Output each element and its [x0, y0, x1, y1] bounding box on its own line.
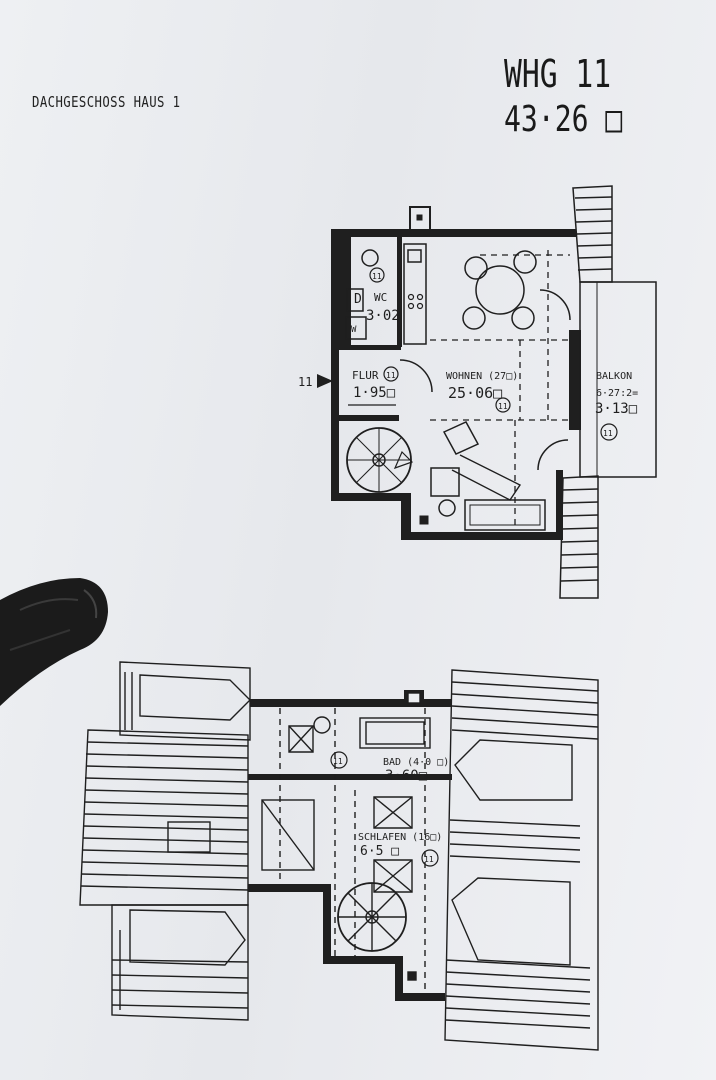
unit-title: WHG 11 — [504, 52, 612, 96]
room-schlafen-name: SCHLAFEN (16□) — [358, 832, 442, 843]
wc-fixture-w: W — [351, 325, 357, 335]
room-wc-area: 3·02 — [366, 308, 400, 324]
room-wohnen-area: 25·06□ — [448, 384, 502, 402]
room-wohnen-name: WOHNEN (27□) — [446, 371, 518, 382]
room-flur-area: 1·95□ — [353, 385, 396, 401]
lower-walls — [248, 690, 452, 1001]
svg-text:11: 11 — [386, 371, 396, 380]
entry-marker: 11 — [298, 375, 312, 389]
unit-marker-balkon — [600, 423, 618, 441]
unit-marker-wc — [369, 267, 385, 283]
roof-hatching-right — [444, 669, 599, 1051]
upper-floor-plan — [317, 185, 657, 599]
room-balkon-area: 3·13□ — [595, 401, 638, 417]
room-balkon-name: BALKON — [596, 371, 632, 382]
unit-marker-schlafen: 11 — [424, 855, 434, 864]
room-balkon-calc: 6·27:2= — [596, 388, 638, 399]
upper-plan-labels: WC 3·02 FLUR 1·95□ WOHNEN (27□) 25·06□ B… — [298, 267, 638, 441]
svg-text:11: 11 — [498, 402, 508, 411]
unit-marker-wohnen — [495, 397, 511, 413]
room-bad-area: 3·60□ — [385, 768, 428, 784]
svg-text:11: 11 — [603, 429, 613, 438]
room-schlafen-area: 6·5 □ — [360, 844, 399, 859]
unit-marker-bad: 11 — [333, 757, 343, 766]
roof-hatching-left — [79, 661, 251, 1021]
lower-floor-plan — [79, 661, 599, 1051]
unit-area: 43·26 □ — [504, 99, 623, 140]
room-bad-name: BAD (4·0 □) — [383, 757, 449, 768]
room-wc-name: WC — [374, 291, 387, 304]
floor-label: DACHGESCHOSS HAUS 1 — [32, 93, 181, 111]
room-flur-name: FLUR — [352, 369, 379, 382]
wc-fixture-d: D — [354, 292, 362, 307]
upper-walls — [331, 229, 581, 540]
svg-text:11: 11 — [372, 272, 382, 281]
unit-marker-flur — [383, 366, 399, 382]
roof-hatching-bottom — [559, 475, 599, 599]
gloved-finger — [0, 578, 108, 706]
roof-hatching-top — [572, 185, 613, 283]
lower-plan-labels: BAD (4·0 □) 3·60□ SCHLAFEN (16□) 6·5 □ 1… — [330, 751, 449, 867]
